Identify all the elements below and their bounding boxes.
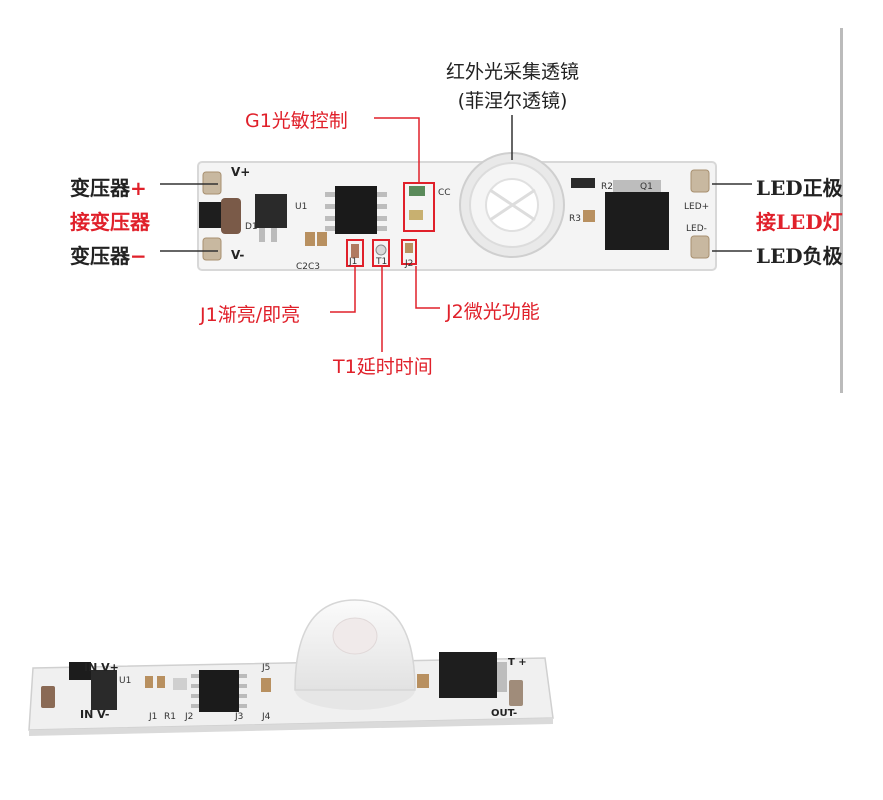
g1-label: G1光敏控制	[245, 110, 348, 132]
silk-vplus: V+	[231, 165, 251, 179]
t1-label: T1延时时间	[333, 356, 433, 378]
left-plus-text: 变压器	[70, 176, 130, 200]
left-plus-label: 变压器+	[70, 172, 147, 201]
silk-t1: T1	[376, 257, 388, 267]
divider-line	[840, 28, 843, 393]
top-pcb-image	[197, 152, 717, 271]
silk-out: OUT-	[491, 708, 518, 719]
left-minus-text: 变压器	[70, 244, 130, 268]
silk-j2-bottom: J2	[185, 712, 194, 722]
silk-led-plus: LED+	[684, 202, 710, 212]
silk-vminus: V-	[231, 248, 245, 262]
silk-r1-bottom: R1	[164, 712, 176, 722]
j2-label: J2微光功能	[446, 301, 540, 323]
left-plus-sign: +	[130, 176, 147, 200]
silk-j5-bottom: J5	[262, 663, 271, 673]
lens-title-line2: (菲涅尔透镜)	[457, 90, 568, 112]
silk-cc: CC	[438, 188, 451, 198]
right-mid-label: 接LED灯	[756, 210, 843, 234]
silk-u1-bottom: U1	[119, 676, 132, 686]
silk-u1: U1	[295, 202, 308, 212]
j1-label: J1渐亮/即亮	[200, 304, 301, 326]
bottom-pcb-image	[28, 599, 554, 736]
lens-title-line1: 红外光采集透镜	[445, 61, 579, 83]
silk-out-plus: T +	[508, 657, 527, 668]
silk-j3-bottom: J3	[235, 712, 244, 722]
silk-r3: R3	[569, 214, 581, 224]
right-neg-label: LED负极	[756, 244, 843, 268]
left-minus-label: 变压器−	[70, 240, 147, 269]
silk-c2c3: C2C3	[296, 262, 321, 272]
silk-j1: J1	[349, 257, 358, 267]
silk-q1: Q1	[640, 182, 653, 192]
silk-in-vminus: IN V-	[80, 708, 110, 721]
silk-j1-bottom: J1	[149, 712, 158, 722]
left-minus-sign: −	[130, 244, 147, 268]
silk-d1: D1	[245, 222, 258, 232]
right-pos-label: LED正极	[756, 176, 843, 200]
silk-r2: R2	[601, 182, 613, 192]
silk-in-vplus: IN V+	[84, 661, 119, 674]
silk-j4-bottom: J4	[262, 712, 271, 722]
silk-j2: J2	[405, 259, 414, 269]
leader-lines	[160, 115, 752, 352]
left-mid-label: 接变压器	[70, 210, 150, 234]
silk-led-minus: LED-	[686, 224, 707, 234]
